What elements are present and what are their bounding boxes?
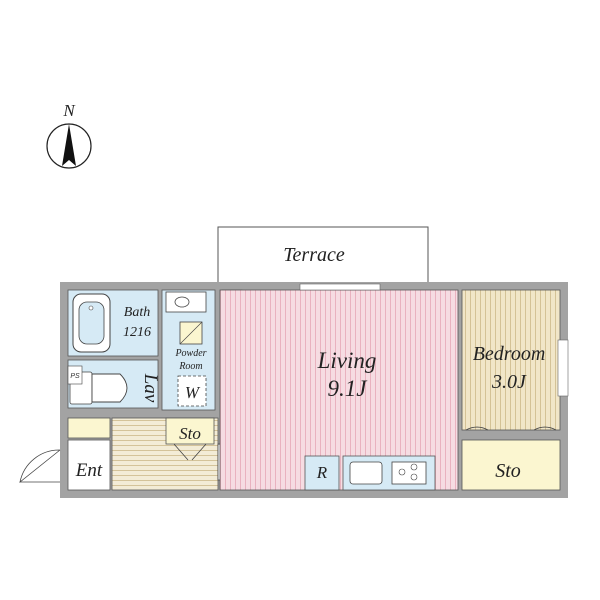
bedroom-floor: [461, 289, 561, 431]
pipe-space-1-label: PS: [70, 373, 80, 380]
living-label: Living: [317, 348, 377, 373]
burner-icon: [398, 468, 406, 476]
powder-label-2: Room: [178, 361, 202, 372]
bedroom-storage: [461, 439, 561, 491]
bedroom-storage-label: Sto: [495, 460, 521, 482]
entry-storage: [165, 417, 215, 445]
compass-label: N: [62, 101, 76, 120]
refrigerator-label: R: [316, 463, 328, 482]
bathtub-inner: [78, 301, 105, 345]
toilet-bowl-icon: [91, 373, 128, 403]
drain-icon: [88, 305, 94, 311]
washbasin-icon: [174, 296, 190, 308]
compass: N: [46, 101, 92, 169]
entry-storage-doors: [173, 443, 207, 461]
bath-label: Bath: [124, 305, 150, 320]
washer-pan-icon: [177, 375, 207, 407]
terrace-label: Terrace: [283, 244, 345, 266]
burner-icon: [410, 463, 418, 471]
entry-floor: [67, 439, 111, 491]
living-size: 9.1J: [328, 376, 369, 401]
sink-icon: [349, 461, 383, 485]
entry-label: Ent: [75, 460, 103, 481]
pipe-space-1: [67, 365, 83, 385]
entry-storage-label: Sto: [179, 424, 201, 443]
refrigerator-space: [304, 455, 340, 491]
stove-icon: [391, 461, 427, 485]
powder-label-1: Powder: [174, 348, 206, 359]
burner-icon: [410, 473, 418, 481]
terrace: Terrace: [217, 226, 429, 286]
bath-size: 1216: [123, 325, 151, 340]
lav-label: Lav: [140, 373, 161, 403]
terrace-outline: [217, 226, 429, 286]
bedroom-door-swing: [465, 426, 489, 431]
terrace-window: [299, 283, 381, 291]
bedroom-window: [557, 339, 569, 397]
bedroom-door-swing: [533, 426, 557, 431]
bedroom-size: 3.0J: [491, 371, 527, 393]
north-arrow-icon: [62, 124, 76, 166]
shoe-cabinet: [67, 417, 111, 439]
bedroom-label: Bedroom: [473, 343, 546, 365]
entry-door-swing: [19, 449, 61, 484]
washer-label: W: [185, 383, 201, 402]
